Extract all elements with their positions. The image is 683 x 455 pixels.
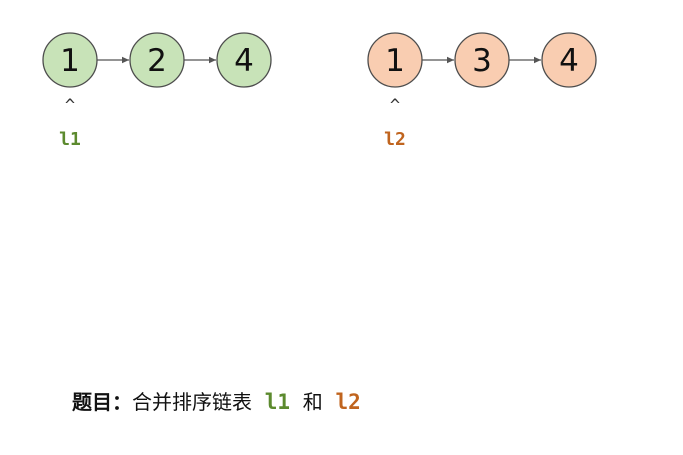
pointer-caret-icon: ^ bbox=[65, 96, 75, 116]
list-node bbox=[216, 32, 272, 88]
list-node bbox=[42, 32, 98, 88]
caption-list2-code: l2 bbox=[335, 390, 361, 414]
problem-caption: 题目：合并排序链表 l1 和 l2 bbox=[72, 386, 361, 415]
caption-text: 合并排序链表 bbox=[132, 390, 252, 414]
caption-list1-code: l1 bbox=[264, 390, 291, 414]
node-value: 3 bbox=[472, 43, 492, 79]
linked-list-l1: 1 2 4 ^ l1 bbox=[42, 32, 272, 150]
list-node bbox=[541, 32, 597, 88]
node-value: 4 bbox=[559, 43, 579, 79]
list-node bbox=[367, 32, 423, 88]
node-value: 2 bbox=[147, 43, 167, 79]
pointer-caret-icon: ^ bbox=[390, 96, 400, 116]
linked-list-l2: 1 3 4 ^ l2 bbox=[367, 32, 597, 150]
node-value: 1 bbox=[385, 43, 405, 79]
list-node bbox=[129, 32, 185, 88]
caption-prefix: 题目： bbox=[72, 390, 132, 414]
caption-conjunction: 和 bbox=[302, 390, 323, 414]
node-value: 4 bbox=[234, 43, 254, 79]
list-node bbox=[454, 32, 510, 88]
pointer-label: l1 bbox=[59, 129, 81, 150]
pointer-label: l2 bbox=[384, 129, 406, 150]
node-value: 1 bbox=[60, 43, 80, 79]
